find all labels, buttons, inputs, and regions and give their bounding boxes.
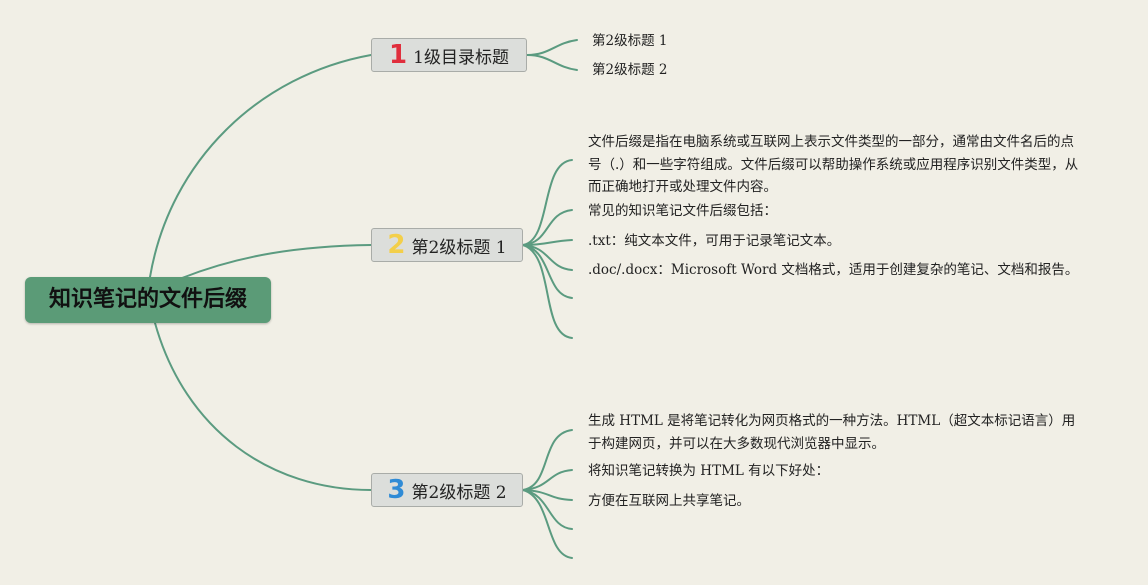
link-b1-leaf1 <box>526 39 578 56</box>
link-root-branch1 <box>149 54 372 278</box>
leaf-node[interactable]: 第2级标题 2 <box>592 62 668 78</box>
branch-label: 第2级标题 1 <box>411 237 507 258</box>
branch-node-2[interactable]: 2 第2级标题 1 <box>371 228 523 262</box>
link-b2-leaf6 <box>522 244 573 339</box>
leaf-node[interactable]: 将知识笔记转换为 HTML 有以下好处： <box>588 463 830 479</box>
leaf-node[interactable]: 生成 HTML 是将笔记转化为网页格式的一种方法。HTML（超文本标记语言）用于… <box>588 413 1076 452</box>
branch-node-1[interactable]: 1 1级目录标题 <box>371 38 527 72</box>
link-b3-leaf1 <box>522 429 573 491</box>
number-2-icon: 2 <box>387 230 406 260</box>
link-b3-leaf2 <box>522 469 573 491</box>
leaf-node[interactable]: 常见的知识笔记文件后缀包括： <box>588 203 777 219</box>
number-1-icon: 1 <box>389 40 408 70</box>
link-root-branch2 <box>181 244 372 279</box>
link-b1-leaf2 <box>526 54 578 71</box>
branch-label: 第2级标题 2 <box>411 482 507 503</box>
link-root-branch3 <box>154 322 372 491</box>
leaf-node[interactable]: .doc/.docx：Microsoft Word 文档格式，适用于创建复杂的笔… <box>588 262 1079 278</box>
link-b2-leaf2 <box>522 209 573 246</box>
leaf-node[interactable]: 方便在互联网上共享笔记。 <box>588 493 750 509</box>
branch-label: 1级目录标题 <box>413 47 509 68</box>
root-node[interactable]: 知识笔记的文件后缀 <box>25 277 271 323</box>
link-b2-leaf1 <box>522 159 573 246</box>
branch-node-3[interactable]: 3 第2级标题 2 <box>371 473 523 507</box>
leaf-node[interactable]: 文件后缀是指在电脑系统或互联网上表示文件类型的一部分，通常由文件名后的点号（.）… <box>588 134 1079 195</box>
leaf-node[interactable]: .txt：纯文本文件，可用于记录笔记文本。 <box>588 233 841 249</box>
link-b3-leaf5 <box>522 489 573 559</box>
leaf-node[interactable]: 第2级标题 1 <box>592 33 668 49</box>
link-b2-leaf5 <box>522 244 573 299</box>
link-b3-leaf4 <box>522 489 573 530</box>
number-3-icon: 3 <box>387 475 406 505</box>
